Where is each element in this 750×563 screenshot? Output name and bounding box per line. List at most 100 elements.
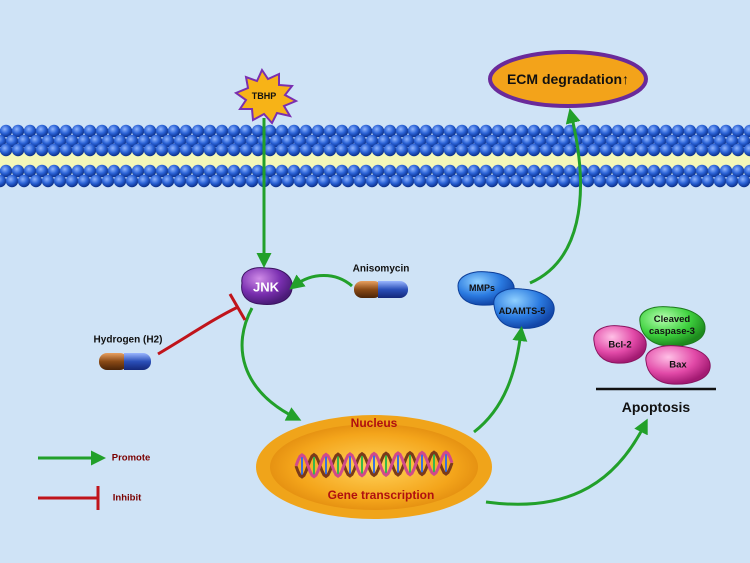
- membrane-bead: [221, 174, 235, 188]
- membrane-bead: [437, 134, 451, 148]
- dna-strand: [294, 450, 454, 479]
- membrane-bead: [479, 124, 493, 138]
- arrow-mmps-ecm: [529, 108, 582, 285]
- membrane-bead: [263, 143, 277, 157]
- membrane-bead: [581, 134, 595, 148]
- membrane-bead: [155, 124, 169, 138]
- mmps-label: MMPs: [468, 283, 496, 293]
- membrane-bead: [533, 134, 547, 148]
- membrane-bead: [179, 164, 193, 178]
- membrane-bead: [167, 143, 181, 157]
- membrane-bead: [659, 124, 673, 138]
- membrane-bead: [293, 134, 307, 148]
- membrane-bead: [101, 134, 115, 148]
- membrane-bead: [329, 134, 343, 148]
- membrane-bead: [467, 164, 481, 178]
- membrane-bead: [455, 124, 469, 138]
- membrane-bead: [329, 174, 343, 188]
- membrane-bead: [413, 174, 427, 188]
- membrane-bead: [215, 143, 229, 157]
- membrane-bead: [641, 174, 655, 188]
- membrane-bead: [449, 134, 463, 148]
- membrane-bead: [611, 164, 625, 178]
- anisomycin-label: Anisomycin: [352, 263, 410, 275]
- membrane-bead: [71, 164, 85, 178]
- membrane-bead: [347, 124, 361, 138]
- membrane-bead: [539, 124, 553, 138]
- membrane-bead: [635, 164, 649, 178]
- membrane-bead: [11, 164, 25, 178]
- membrane-bead: [89, 174, 103, 188]
- membrane-bead: [353, 174, 367, 188]
- membrane-bead: [323, 124, 337, 138]
- membrane-bead: [143, 124, 157, 138]
- membrane-bead: [743, 124, 750, 138]
- membrane-bead: [119, 124, 133, 138]
- membrane-bead: [509, 134, 523, 148]
- membrane-bead: [125, 174, 139, 188]
- membrane-bead: [563, 143, 577, 157]
- membrane-bead: [311, 124, 325, 138]
- membrane-bead: [197, 134, 211, 148]
- membrane-bead: [491, 124, 505, 138]
- arrow-jnk-nucleus: [240, 307, 302, 421]
- membrane-bead: [35, 124, 49, 138]
- membrane-bead: [41, 174, 55, 188]
- membrane-bead: [437, 174, 451, 188]
- membrane-bead: [335, 143, 349, 157]
- membrane-bead: [575, 124, 589, 138]
- membrane-bead: [425, 134, 439, 148]
- membrane-bead: [131, 143, 145, 157]
- membrane-bead: [605, 134, 619, 148]
- membrane-bead: [515, 143, 529, 157]
- membrane-bead: [521, 174, 535, 188]
- membrane-bead: [71, 124, 85, 138]
- membrane-bead: [215, 124, 229, 138]
- membrane-bead: [143, 164, 157, 178]
- membrane-bead: [599, 164, 613, 178]
- membrane-bead: [113, 174, 127, 188]
- membrane-bead: [29, 134, 43, 148]
- membrane-bead: [647, 164, 661, 178]
- membrane-bead: [665, 134, 679, 148]
- membrane-bead: [635, 143, 649, 157]
- adamts5-blob: [493, 288, 555, 329]
- legend-promote-label: Promote: [111, 452, 151, 464]
- tbhp-label: TBHP: [251, 91, 277, 101]
- membrane-bead: [719, 164, 733, 178]
- membrane-bead: [383, 143, 397, 157]
- membrane-bead: [107, 143, 121, 157]
- membrane-bead: [17, 134, 31, 148]
- membrane-bead: [137, 134, 151, 148]
- membrane-bead: [647, 124, 661, 138]
- membrane-bead: [407, 143, 421, 157]
- membrane-bead: [629, 174, 643, 188]
- membrane-bead: [275, 124, 289, 138]
- membrane-bead: [659, 164, 673, 178]
- membrane-bead: [11, 124, 25, 138]
- membrane-bead: [671, 164, 685, 178]
- membrane-bead: [83, 143, 97, 157]
- membrane-bead: [269, 174, 283, 188]
- membrane-bead: [719, 143, 733, 157]
- bcl2-blob: [593, 325, 647, 364]
- membrane-bead: [269, 134, 283, 148]
- membrane-bead: [287, 124, 301, 138]
- membrane-bead: [185, 174, 199, 188]
- cleaved-caspase3-blob: [639, 306, 706, 347]
- membrane-bead: [131, 164, 145, 178]
- membrane-bead: [677, 174, 691, 188]
- membrane-bead: [719, 124, 733, 138]
- membrane-bead: [473, 134, 487, 148]
- tbhp-starburst: [233, 67, 299, 125]
- membrane-bead: [443, 164, 457, 178]
- membrane-bead: [365, 134, 379, 148]
- membrane-bead: [617, 174, 631, 188]
- membrane-bead: [707, 164, 721, 178]
- membrane-bead: [485, 134, 499, 148]
- membrane-bead: [275, 143, 289, 157]
- membrane-bead: [23, 124, 37, 138]
- membrane-bead: [383, 164, 397, 178]
- membrane-bead: [521, 134, 535, 148]
- membrane-bead: [149, 134, 163, 148]
